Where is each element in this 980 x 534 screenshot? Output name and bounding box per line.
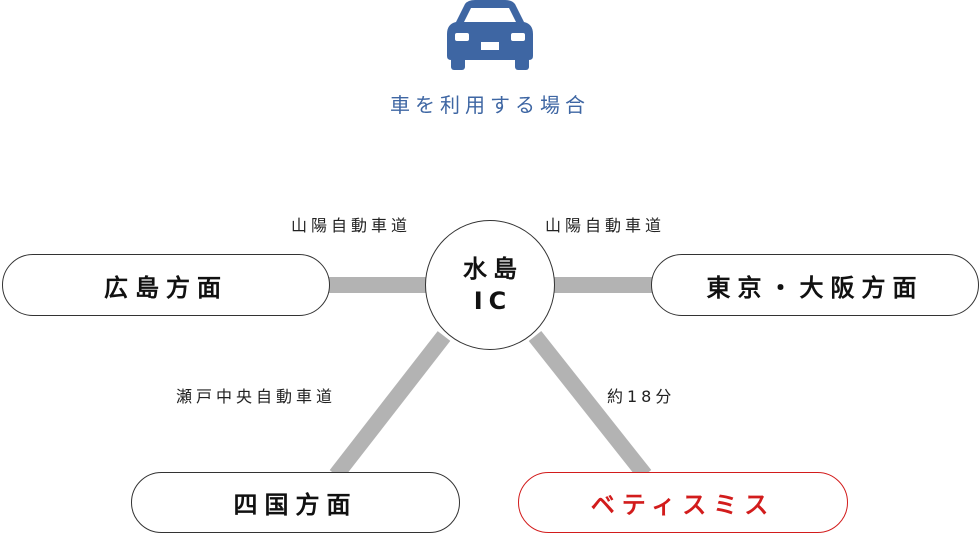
node-tokyo-osaka-label: 東京・大阪方面 — [706, 273, 924, 302]
node-destination-label: ベティスミス — [590, 491, 776, 519]
node-shikoku: 四国方面 — [131, 472, 460, 533]
page-title: 車を利用する場合 — [390, 93, 590, 117]
road-label-left-bottom: 瀬戸中央自動車道 — [176, 387, 337, 406]
node-shikoku-label: 四国方面 — [233, 491, 358, 519]
road-label-left-top: 山陽自動車道 — [291, 216, 412, 235]
road-label-right-bottom: 約18分 — [607, 387, 676, 406]
hub-label-line1: 水島 — [463, 255, 523, 283]
node-hiroshima: 広島方面 — [2, 254, 330, 316]
road-label-right-top: 山陽自動車道 — [545, 216, 666, 235]
node-destination: ベティスミス — [518, 472, 848, 533]
node-hiroshima-label: 広島方面 — [104, 273, 228, 302]
hub-mizushima-ic: 水島 IC — [425, 220, 555, 350]
hub-label-line2: IC — [473, 287, 513, 315]
road-to-shikoku — [329, 331, 451, 480]
car-icon — [447, 0, 533, 70]
road-to-destination — [528, 331, 652, 480]
node-tokyo-osaka: 東京・大阪方面 — [651, 254, 979, 316]
